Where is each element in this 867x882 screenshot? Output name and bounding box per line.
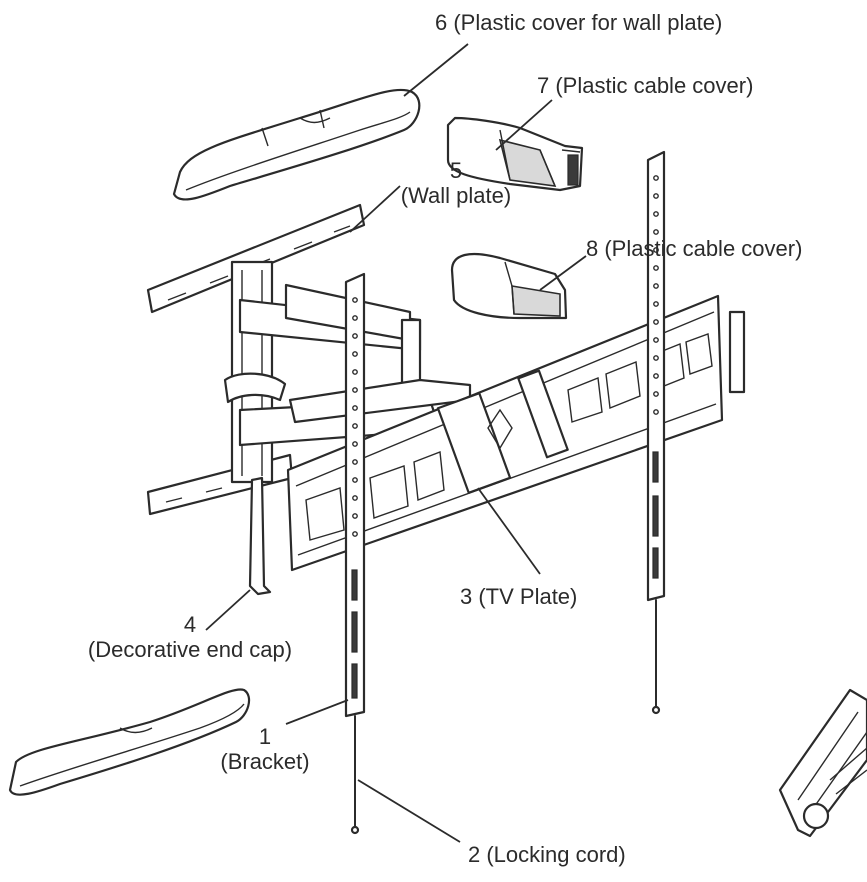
label-part-7: 7 (Plastic cable cover) xyxy=(537,73,754,98)
label-part-5-number: 5 xyxy=(449,158,463,183)
label-part-8: 8 (Plastic cable cover) xyxy=(586,236,803,261)
decorative-end-cap xyxy=(248,476,272,596)
label-part-6: 6 (Plastic cover for wall plate) xyxy=(435,10,723,35)
label-part-1-name: (Bracket) xyxy=(220,749,310,775)
label-part-5-name: (Wall plate) xyxy=(400,183,512,209)
label-part-1: 1 (Bracket) xyxy=(200,724,330,775)
partial-part-cropped xyxy=(778,688,867,838)
plastic-cable-cover-top xyxy=(446,116,584,192)
label-part-4: 4 (Decorative end cap) xyxy=(50,612,330,663)
bracket-right xyxy=(646,150,666,602)
label-part-5: 5 (Wall plate) xyxy=(386,158,526,209)
tv-plate xyxy=(286,294,746,572)
articulating-arms xyxy=(223,283,472,447)
label-part-4-number: 4 xyxy=(183,612,197,637)
label-part-1-number: 1 xyxy=(258,724,272,749)
leader-lines xyxy=(205,43,587,843)
label-part-4-name: (Decorative end cap) xyxy=(87,637,293,663)
plastic-cable-cover-middle xyxy=(450,252,568,320)
locking-cord xyxy=(350,599,661,835)
plastic-cover-wall-plate xyxy=(172,88,421,201)
plastic-cover-bottom xyxy=(8,688,251,796)
label-part-2: 2 (Locking cord) xyxy=(468,842,626,867)
label-part-3: 3 (TV Plate) xyxy=(460,584,578,609)
bracket-left xyxy=(344,272,366,718)
